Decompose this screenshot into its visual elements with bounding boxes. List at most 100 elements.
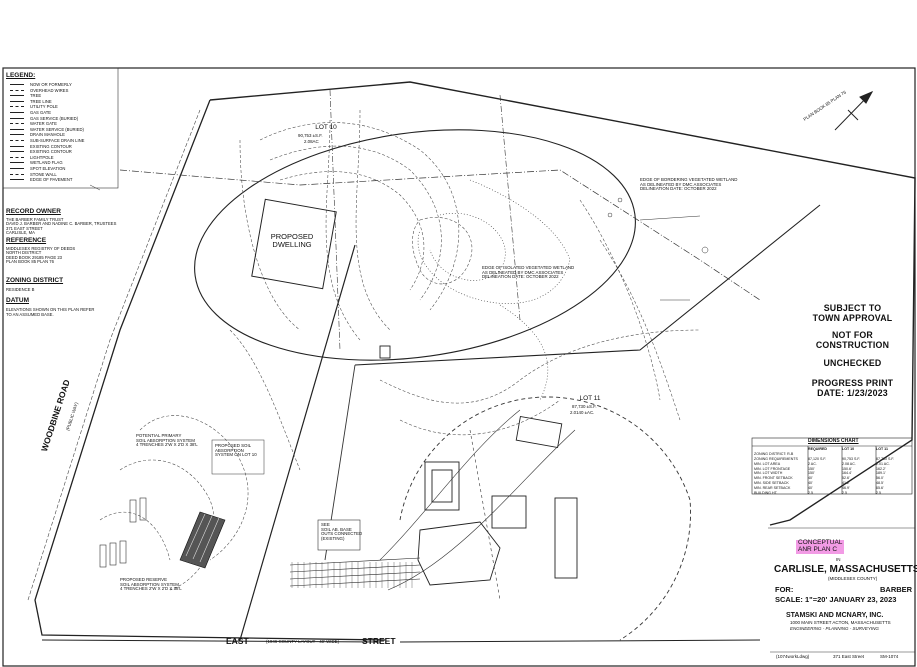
legend-item: WETLAND FLAG (8, 160, 84, 166)
title-block-site: 371 East Street (833, 654, 865, 659)
proposed-dwelling-outline (251, 198, 337, 290)
dimensions-cell: 162.2' (876, 466, 886, 471)
dimensions-cell: 150.6' (842, 466, 852, 471)
legend-symbol-icon (10, 145, 24, 147)
record-owner-line: DAVID J. BARBER AND NADINE C. BARBER, TR… (6, 221, 117, 227)
stamp-line: DATE: 1/23/2023 (817, 388, 888, 398)
legend-item: SUB-SURFACE DRAIN LINE (8, 138, 84, 144)
legend-item: TREE LINE (8, 99, 84, 105)
conceptual-label: CONCEPTUAL ANR PLAN C (796, 539, 845, 554)
legend-item-label: SPOT ELEVATION (30, 165, 66, 171)
legend-symbol-icon (10, 117, 24, 119)
legend-item: SPOT ELEVATION (8, 166, 84, 172)
wetland-note-line: AS DELINEATED BY DMC ASSOCIATES (482, 269, 564, 275)
dimensions-cell: 2 AC. (808, 461, 817, 466)
primary-soil-note: POTENTIAL PRIMARY SOIL ABSORPTION SYSTEM… (136, 433, 198, 448)
septic-field-primary (179, 511, 226, 569)
well-radius-circle (399, 396, 691, 641)
legend-symbol-icon (10, 156, 24, 158)
legend-item-label: WATER GATE (30, 121, 57, 127)
legend-symbol-icon (10, 151, 24, 153)
legend-item-label: GAS SERVICE (BURIED) (30, 115, 79, 121)
stamp-line: CONSTRUCTION (815, 340, 890, 350)
title-block-services: ENGINEERING - PLANNING - SURVEYING (790, 626, 879, 631)
dimensions-cell: 90,753 S.F. (842, 456, 861, 461)
system-note-line: SOIL AB. BASE (321, 526, 352, 532)
dimensions-cell: LOT 11 (876, 447, 888, 451)
reference-heading: REFERENCE (6, 237, 47, 244)
legend-symbol-icon (10, 100, 24, 102)
lot11-area-sf: 87,730 ±S.F. (572, 404, 597, 409)
stamp-line: NOT FOR (832, 330, 873, 340)
wetland-note-bordering: EDGE OF BORDERING VEGETATED WETLAND AS D… (640, 177, 737, 192)
system-note-line: SEE (321, 522, 330, 527)
dimensions-chart-table (751, 437, 913, 495)
legend-item: EDGE OF PAVEMENT (8, 177, 84, 183)
legend-item-label: SUB-SURFACE DRAIN LINE (30, 137, 85, 143)
dimensions-chart-title: DIMENSIONS CHART (808, 438, 859, 444)
record-owner-line: 371 EAST STREET (6, 225, 43, 231)
lot-divide-line (239, 244, 356, 641)
legend-item: STONE WALL (8, 172, 84, 178)
system-note-line: SYSTEM ON LOT 10 (215, 452, 257, 458)
septic-field-reserve (99, 497, 147, 568)
east-street-label-left: EAST (226, 636, 249, 646)
legend-item: DRAIN MANHOLE (8, 132, 84, 138)
legend-item-label: WETLAND FLAG (30, 160, 63, 166)
zoning-line: RESIDENCE B (6, 287, 35, 292)
dimensions-cell: 87,120 S.F. (808, 456, 827, 461)
legend-item-label: DRAIN MANHOLE (30, 132, 65, 138)
title-block-firm: STAMSKI AND MCNARY, INC. (786, 612, 884, 619)
existing-structures (379, 345, 578, 586)
title-block-client: BARBER (880, 585, 913, 594)
dimensions-cell: 2.5 (842, 491, 847, 496)
dimensions-cell: MIN. LOT AREA (754, 461, 781, 466)
stamp-line: PROGRESS PRINT (811, 378, 894, 388)
dimensions-cell: 2.5 (876, 491, 881, 496)
legend-item-label: EDGE OF PAVEMENT (30, 177, 73, 183)
legend-symbol-icon (10, 167, 24, 169)
legend-symbol-icon (10, 84, 24, 85)
legend-item: WATER SERVICE (BURIED) (8, 127, 84, 133)
legend-symbol-icon (10, 179, 24, 181)
lot11-name: LOT 11 (579, 395, 601, 402)
dimensions-cell: 52.6' (842, 476, 850, 481)
reference-line: NORTH DISTRICT (6, 250, 42, 256)
reserve-soil-note: PROPOSED RESERVE SOIL ABSORPTION SYSTEM … (120, 577, 182, 592)
dimensions-cell: 46.9' (842, 486, 850, 491)
north-arrow-icon (834, 90, 874, 131)
soil-note-line: PROPOSED RESERVE (120, 577, 168, 582)
dimensions-cell: MIN. LOT WIDTH (754, 471, 783, 476)
legend-title: LEGEND: (6, 72, 36, 79)
legend-item-label: GAS GATE (30, 109, 52, 115)
legend-item: TREE (8, 93, 84, 99)
soil-note-line: SOIL ABSORPTION SYSTEM (120, 581, 179, 587)
dimensions-cell: LOT 10 (842, 447, 855, 451)
existing-system-note: SEE SOIL AB. BASE OUTS CONNECTED (EXISTI… (321, 522, 362, 542)
record-owner-heading: RECORD OWNER (6, 208, 61, 215)
title-block-file: (1074workLdwg) (776, 654, 810, 659)
legend-item-label: EXISTING CONTOUR (30, 149, 72, 155)
dimensions-cell: MIN. LOT FRONTAGE (754, 466, 791, 471)
proposed-dwelling-line: PROPOSED (270, 232, 314, 241)
datum-line: TO AN ASSUMED BASE. (6, 312, 54, 317)
sheet-border (2, 67, 916, 667)
legend-item: WATER GATE (8, 121, 84, 127)
dimensions-cell: 41.2' (842, 481, 850, 486)
dimensions-cell: 40' (808, 486, 813, 491)
dimensions-cell: 56.0' (876, 476, 884, 481)
legend-item-label: NOW OR FORMERLY (30, 82, 72, 87)
property-line-west (34, 99, 386, 641)
dimensions-cell: 48.5' (876, 481, 884, 486)
proposed-system-note: PROPOSED SOIL ABSORPTION SYSTEM ON LOT 1… (215, 443, 257, 458)
wetland-note-line: EDGE OF ISOLATED VEGETATED WETLAND (482, 265, 575, 270)
dimensions-cell: 2.08 AC. (842, 461, 856, 466)
zoning-heading: ZONING DISTRICT (6, 277, 64, 284)
